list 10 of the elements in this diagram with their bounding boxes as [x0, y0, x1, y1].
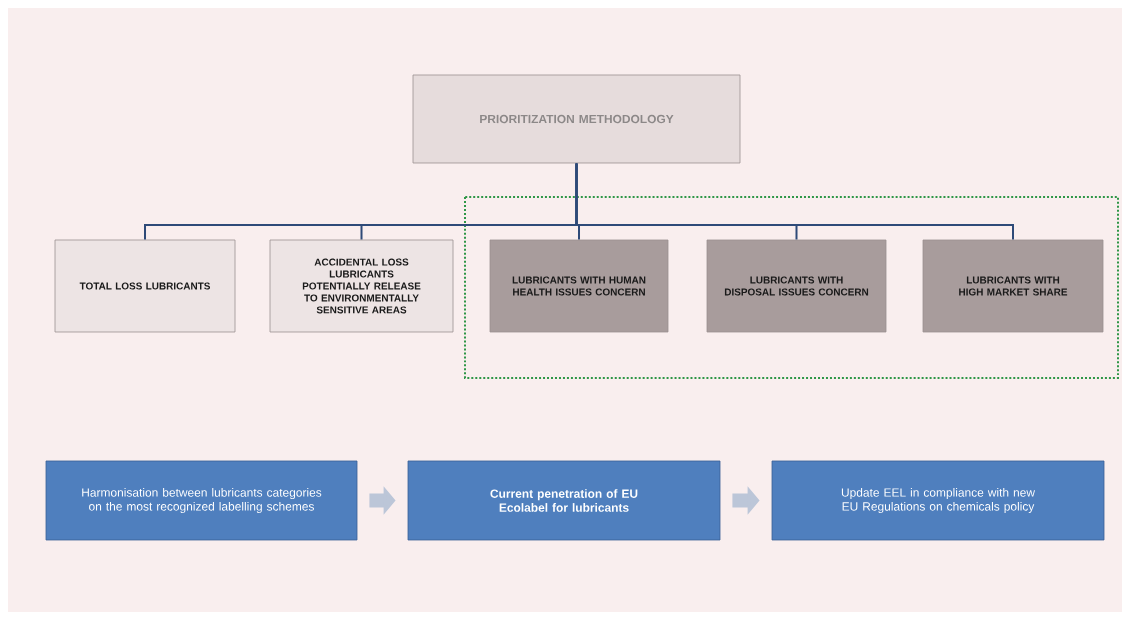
title-box: PRIORITIZATION METHODOLOGY [412, 74, 741, 164]
connector-line [575, 162, 1014, 241]
category-box: ACCIDENTAL LOSS LUBRICANTS POTENTIALLY RELEASE TO ENVIRONMENTALLY SENSITIVE AREAS [269, 239, 454, 333]
category-box: LUBRICANTS WITH HUMAN HEALTH ISSUES CONCERN [489, 239, 669, 333]
process-box: Harmonisation between lubricants categories on the most recognized labelling schemes [45, 460, 358, 541]
category-box: LUBRICANTS WITH DISPOSAL ISSUES CONCERN [706, 239, 887, 333]
process-box: Current penetration of EU Ecolabel for lubricants [407, 460, 721, 541]
category-box: LUBRICANTS WITH HIGH MARKET SHARE [922, 239, 1104, 333]
process-box: Update EEL in compliance with new EU Regulations on chemicals policy [771, 460, 1105, 541]
category-box: TOTAL LOSS LUBRICANTS [54, 239, 236, 333]
